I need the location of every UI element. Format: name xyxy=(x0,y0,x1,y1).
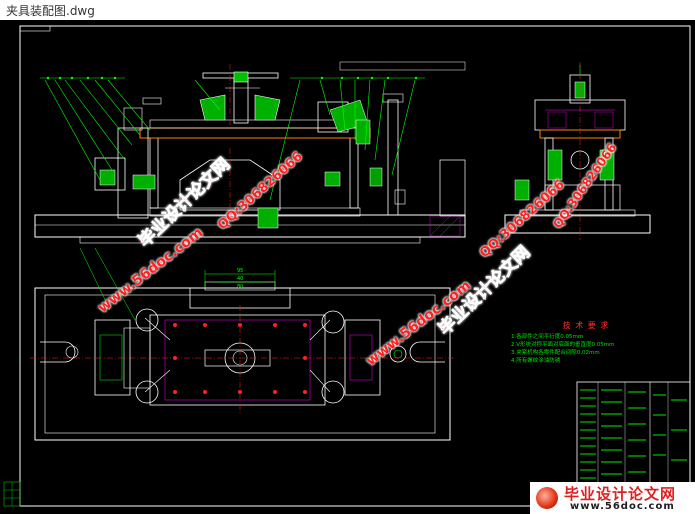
tech-req-line: 2.V形块对称平面对底面的垂直度0.05mm xyxy=(511,342,615,348)
frame-tag xyxy=(19,25,51,32)
front-view xyxy=(34,61,466,244)
logo-name: 毕业设计论文网 xyxy=(564,485,677,503)
drawing-frame xyxy=(19,25,691,507)
logo-globe-icon xyxy=(536,487,558,509)
window-titlebar: 夹具装配图.dwg xyxy=(0,0,695,20)
top-view: 95 40 80 xyxy=(30,247,455,441)
dim-label-40: 40 xyxy=(237,276,243,282)
site-logo: 毕业设计论文网 www.56doc.com xyxy=(530,482,695,514)
dim-label-95: 95 xyxy=(237,268,243,274)
cad-canvas[interactable]: 95 40 80 xyxy=(0,20,695,514)
cad-drawing: 95 40 80 xyxy=(3,25,691,507)
dim-label-80: 80 xyxy=(237,284,243,290)
side-view xyxy=(504,62,651,240)
tech-req-line: 1.各部件之间平行度0.05mm xyxy=(511,334,584,340)
file-title: 夹具装配图.dwg xyxy=(6,4,95,18)
tech-req-title: 技 术 要 求 xyxy=(562,321,610,330)
technical-requirements: 技 术 要 求 1.各部件之间平行度0.05mm 2.V形块对称平面对底面的垂直… xyxy=(511,320,661,365)
logo-url: www.56doc.com xyxy=(570,501,675,512)
tech-req-line: 4.所有螺纹涂油防锈 xyxy=(511,358,561,364)
tech-req-line: 3.夹紧机构各零件配合间隙0.02mm xyxy=(511,350,600,356)
